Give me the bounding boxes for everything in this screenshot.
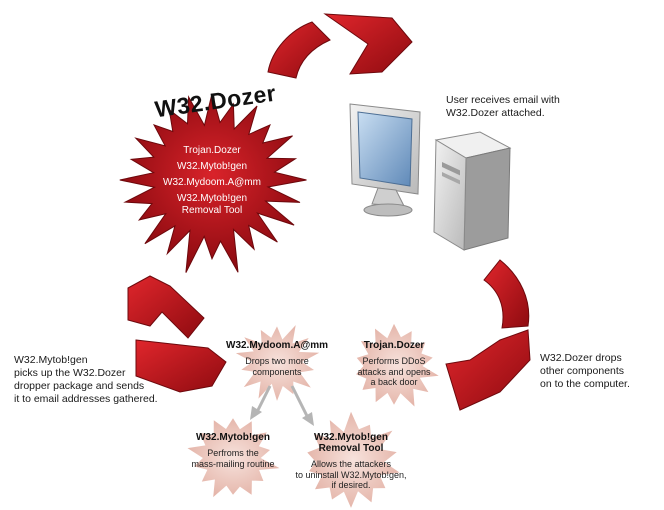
- mydoom-burst-shape: [235, 325, 320, 401]
- subcomponent-title: W32.Mydoom.A@mm: [226, 340, 328, 351]
- step-line: W32.Dozer drops: [540, 352, 622, 364]
- removal-burst-shape: [307, 411, 400, 508]
- arrow-right-down: [445, 329, 531, 411]
- subcomponent-desc: components: [252, 366, 302, 377]
- virus-component: W32.Mytob!gen: [176, 193, 248, 204]
- connector-to-mytob: [250, 385, 272, 420]
- arrow-top-curl: [267, 21, 331, 79]
- subcomponent-mydoom: W32.Mydoom.A@mm Drops two more component…: [222, 340, 332, 377]
- subcomponent-title: W32.Mytob!gen: [314, 432, 388, 443]
- subcomponent-desc: Drops two more: [245, 356, 309, 366]
- step-line: W32.Dozer attached.: [446, 107, 545, 119]
- subcomponent-desc: if desired.: [331, 480, 371, 490]
- mytob-burst-shape: [187, 418, 280, 498]
- step-line: dropper package and sends: [14, 380, 145, 392]
- virus-component: Removal Tool: [181, 205, 243, 216]
- virus-burst-shape: [119, 93, 307, 273]
- subcomponent-desc: attacks and opens: [357, 366, 431, 377]
- step-line: W32.Mytob!gen: [14, 354, 88, 366]
- step-line: User receives email with: [446, 94, 560, 106]
- subcomponent-mytob: W32.Mytob!gen Perfroms the mass-mailing …: [178, 432, 288, 469]
- connector-to-removal: [290, 385, 314, 426]
- subcomponent-desc: mass-mailing routine: [191, 458, 275, 469]
- arrow-left-bottom: [135, 339, 227, 393]
- subcomponent-removal: W32.Mytob!gen Removal Tool Allows the at…: [290, 432, 412, 491]
- step-receive-email: User receives email with W32.Dozer attac…: [446, 94, 626, 120]
- trojan-burst-shape: [356, 323, 439, 407]
- step-pickup-dropper: W32.Mytob!gen picks up the W32.Dozer dro…: [14, 354, 184, 406]
- virus-component: W32.Mydoom.A@mm: [163, 177, 261, 188]
- arrow-top-right: [323, 13, 413, 75]
- subcomponent-desc: Perfroms the: [207, 448, 259, 458]
- subcomponent-title: Removal Tool: [318, 443, 384, 454]
- computer-monitor-icon: [349, 103, 421, 217]
- arrow-left-curl: [127, 275, 205, 339]
- subcomponent-desc: a back door: [370, 377, 418, 387]
- subcomponent-title: Trojan.Dozer: [363, 340, 425, 351]
- arrow-right-curl: [483, 259, 530, 329]
- subcomponent-desc: Performs DDoS: [362, 356, 426, 366]
- subcomponent-title: W32.Mytob!gen: [196, 432, 270, 443]
- subcomponent-desc: Allows the attackers: [310, 459, 392, 469]
- step-line: it to email addresses gathered.: [14, 393, 158, 405]
- subcomponent-trojan: Trojan.Dozer Performs DDoS attacks and o…: [350, 340, 438, 388]
- virus-component: W32.Mytob!gen: [176, 161, 248, 172]
- virus-component-list: Trojan.Dozer W32.Mytob!gen W32.Mydoom.A@…: [148, 145, 276, 217]
- step-line: other components: [540, 365, 625, 377]
- step-drop-components: W32.Dozer drops other components on to t…: [540, 352, 660, 391]
- computer-tower-icon: [433, 131, 512, 251]
- virus-component: Trojan.Dozer: [183, 145, 241, 156]
- step-line: on to the computer.: [540, 378, 630, 390]
- subcomponent-desc: to uninstall W32.Mytob!gen,: [295, 469, 407, 480]
- step-line: picks up the W32.Dozer: [14, 367, 126, 379]
